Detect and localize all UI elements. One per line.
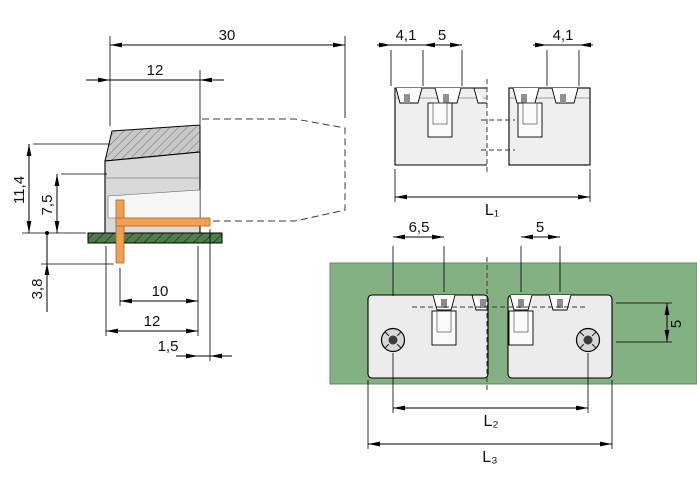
top-view: 4,1 5 4,1 L₁ — [377, 27, 593, 219]
solder-pin-vertical — [115, 199, 125, 264]
connector-front-left-section — [367, 294, 489, 379]
dim-length-l2: L₂ — [392, 353, 589, 430]
pin-housings-top-view — [427, 102, 543, 138]
dim-pin-below-board: 3,8 — [29, 231, 114, 312]
dim-label-length-l2: L₂ — [483, 413, 498, 430]
contact-pin-horizontal — [115, 217, 211, 227]
solder-hole-left — [380, 327, 406, 353]
dim-label-pin-to-edge: 10 — [152, 283, 169, 300]
dim-slot-width-left: 4,1 — [377, 27, 424, 86]
pcb-view: 6,5 5 5 L₂ L₃ — [329, 219, 697, 466]
dim-label-housing-width-top: 12 — [147, 62, 164, 79]
pin-slots-front-view — [432, 294, 572, 311]
datum-dot — [45, 231, 49, 235]
dim-label-pin-below-board: 3,8 — [29, 279, 46, 300]
dim-pin-height: 7,5 — [39, 173, 107, 233]
side-view: 30 12 11,4 7,5 3,8 — [11, 27, 346, 361]
dim-overall-length: 30 — [109, 27, 346, 126]
dim-label-row-height: 5 — [668, 320, 685, 328]
pin-housings-front-view — [431, 310, 534, 346]
dim-pin-to-edge: 10 — [119, 246, 199, 336]
dim-pin-tip-offset: 1,5 — [158, 229, 232, 361]
dim-label-pitch-top-view: 5 — [438, 27, 446, 44]
dim-row-height: 5 — [616, 302, 685, 343]
dim-label-housing-width-bottom: 12 — [144, 313, 161, 330]
mating-connector-dashed-outline — [202, 118, 346, 222]
continuation-dashes — [481, 119, 515, 151]
dim-pitch-front-view: 5 — [520, 219, 561, 292]
dim-hole-to-first-pin: 6,5 — [392, 219, 445, 296]
dim-label-slot-width-right: 4,1 — [553, 27, 574, 44]
dim-label-pin-tip-offset: 1,5 — [158, 338, 179, 355]
dim-housing-width-bottom: 12 — [105, 246, 198, 336]
dim-label-length-l3: L₃ — [482, 449, 497, 466]
dim-label-overall-length: 30 — [219, 27, 236, 44]
pin-slots-top-view — [395, 87, 579, 104]
dim-label-length-l1: L₁ — [485, 202, 499, 219]
dim-label-pitch-front-view: 5 — [536, 219, 544, 236]
dim-slot-width-right: 4,1 — [533, 27, 593, 86]
dim-label-slot-width-left: 4,1 — [396, 27, 417, 44]
pcb-cross-section — [87, 232, 223, 244]
dim-pitch-top-view: 5 — [423, 27, 463, 86]
dim-housing-width-top: 12 — [86, 62, 224, 124]
dim-height-above-board: 11,4 — [11, 143, 110, 234]
dim-label-height-above-board: 11,4 — [11, 176, 28, 204]
dim-label-pin-height: 7,5 — [39, 195, 56, 216]
dim-length-l1: L₁ — [394, 169, 591, 219]
dim-label-hole-to-first-pin: 6,5 — [409, 219, 430, 236]
dim-length-l3: L₃ — [367, 380, 613, 466]
solder-hole-right — [575, 327, 601, 353]
